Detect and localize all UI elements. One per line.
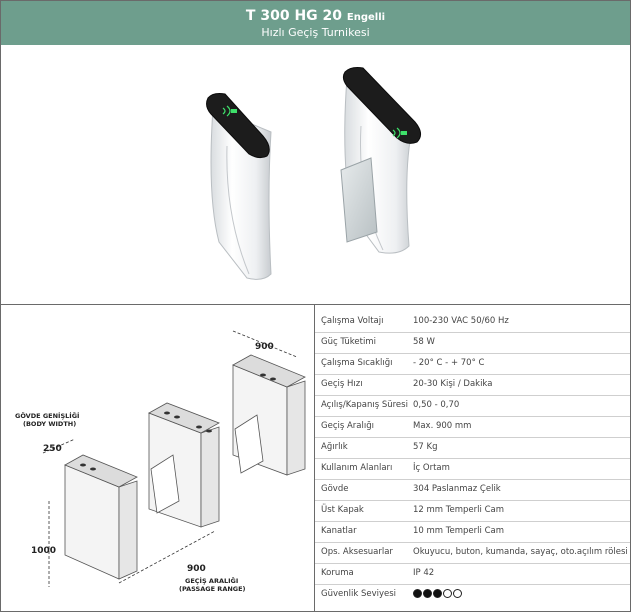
security-dot-empty-icon <box>443 589 452 598</box>
product-title: T 300 HG 20 Engelli <box>1 8 630 26</box>
security-dot-empty-icon <box>453 589 462 598</box>
spec-row: Çalışma Voltajı 100-230 VAC 50/60 Hz <box>315 311 630 333</box>
spec-key: Çalışma Sıcaklığı <box>321 358 393 368</box>
spec-key: Güç Tüketimi <box>321 337 376 347</box>
security-dot-filled-icon <box>423 589 432 598</box>
spec-value: 20-30 Kişi / Dakika <box>413 379 493 389</box>
spec-value: 100-230 VAC 50/60 Hz <box>413 316 509 326</box>
card-reader-icon <box>392 127 407 139</box>
spec-row: Koruma IP 42 <box>315 563 630 585</box>
passage-label-tr: GEÇİŞ ARALIĞI <box>185 576 238 585</box>
spec-value: Okuyucu, buton, kumanda, sayaç, oto.açıl… <box>413 547 628 557</box>
spec-key: Açılış/Kapanış Süresi <box>321 400 408 410</box>
spec-value: 10 mm Temperli Cam <box>413 526 505 536</box>
spec-key: Koruma <box>321 568 354 578</box>
body-width-value: 250 <box>43 444 62 454</box>
spec-value: IP 42 <box>413 568 435 578</box>
spec-row: Kullanım Alanları İç Ortam <box>315 458 630 480</box>
spec-value: İç Ortam <box>413 463 450 473</box>
spec-value: 12 mm Temperli Cam <box>413 505 505 515</box>
spec-value: 57 Kg <box>413 442 438 452</box>
spec-key: Güvenlik Seviyesi <box>321 589 397 599</box>
spec-value: 0,50 - 0,70 <box>413 400 460 410</box>
spec-row: Üst Kapak 12 mm Temperli Cam <box>315 500 630 522</box>
top-depth-value: 900 <box>255 342 274 352</box>
glass-wing <box>340 157 378 243</box>
spec-value: Max. 900 mm <box>413 421 472 431</box>
spec-key: Çalışma Voltajı <box>321 316 384 326</box>
spec-row: Ops. Aksesuarlar Okuyucu, buton, kumanda,… <box>315 542 630 564</box>
passage-value: 900 <box>187 564 206 574</box>
spec-row: Ağırlık 57 Kg <box>315 437 630 459</box>
spec-key: Geçiş Aralığı <box>321 421 374 431</box>
spec-table: Çalışma Voltajı 100-230 VAC 50/60 Hz Güç … <box>315 305 630 611</box>
spec-key: Kullanım Alanları <box>321 463 393 473</box>
card-reader-icon <box>222 105 237 117</box>
spec-row: Güç Tüketimi 58 W <box>315 332 630 354</box>
model-suffix: Engelli <box>346 12 386 23</box>
body-width-label-en: (BODY WIDTH) <box>23 420 76 428</box>
passage-label-en: (PASSAGE RANGE) <box>179 585 246 593</box>
product-subtitle: Hızlı Geçiş Turnikesi <box>261 26 370 39</box>
spec-key: Geçiş Hızı <box>321 379 363 389</box>
security-dot-filled-icon <box>433 589 442 598</box>
spec-key: Ağırlık <box>321 442 348 452</box>
security-dot-filled-icon <box>413 589 422 598</box>
turnstile-photo-illustration <box>206 67 421 280</box>
spec-row: Çalışma Sıcaklığı - 20° C - + 70° C <box>315 353 630 375</box>
spec-row: Güvenlik Seviyesi <box>315 584 630 605</box>
spec-value: - 20° C - + 70° C <box>413 358 485 368</box>
spec-row: Geçiş Aralığı Max. 900 mm <box>315 416 630 438</box>
body-width-label-tr: GÖVDE GENİŞLİĞİ <box>15 411 79 420</box>
header-banner: T 300 HG 20 Engelli Hızlı Geçiş Turnikes… <box>1 1 630 45</box>
spec-key: Gövde <box>321 484 349 494</box>
security-level-indicator <box>413 589 463 610</box>
spec-row: Gövde 304 Paslanmaz Çelik <box>315 479 630 501</box>
spec-key: Ops. Aksesuarlar <box>321 547 393 557</box>
dimension-diagram: GÖVDE GENİŞLİĞİ (BODY WIDTH) 250 1000 90… <box>1 305 315 611</box>
product-photo <box>1 46 630 305</box>
right-turnstile-cabinet <box>340 67 421 254</box>
dimension-drawing: GÖVDE GENİŞLİĞİ (BODY WIDTH) 250 1000 90… <box>15 330 306 593</box>
spec-value: 304 Paslanmaz Çelik <box>413 484 501 494</box>
height-value: 1000 <box>31 546 56 556</box>
spec-row: Kanatlar 10 mm Temperli Cam <box>315 521 630 543</box>
spec-row: Açılış/Kapanış Süresi 0,50 - 0,70 <box>315 395 630 417</box>
spec-key: Kanatlar <box>321 526 357 536</box>
model-name: T 300 HG 20 <box>245 8 343 24</box>
spec-row: Geçiş Hızı 20-30 Kişi / Dakika <box>315 374 630 396</box>
spec-key: Üst Kapak <box>321 505 364 515</box>
spec-value: 58 W <box>413 337 435 347</box>
left-turnstile-cabinet <box>206 93 272 280</box>
